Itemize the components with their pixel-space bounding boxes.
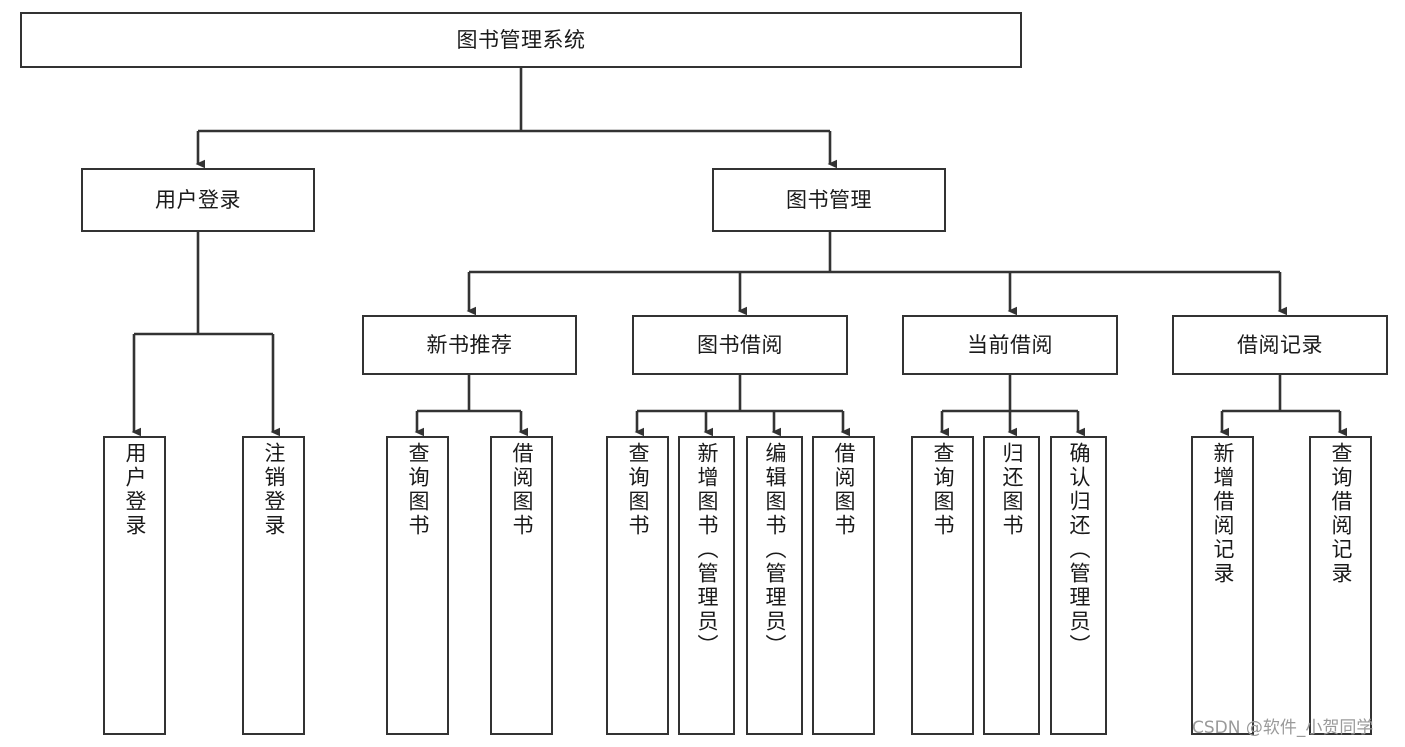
- node-leaf-return-book[interactable]: 归还图书: [983, 436, 1040, 735]
- node-user-login[interactable]: 用户登录: [81, 168, 315, 232]
- node-book-management-label: 图书管理: [786, 187, 872, 212]
- node-leaf-query-book-1[interactable]: 查询图书: [386, 436, 449, 735]
- node-leaf-edit-book[interactable]: 编辑图书（管理员）: [746, 436, 803, 735]
- node-borrow-record[interactable]: 借阅记录: [1172, 315, 1388, 375]
- node-leaf-confirm-return-label: 确认归还（管理员）: [1067, 442, 1091, 658]
- watermark-text: CSDN @软件_小贺同学: [1192, 718, 1374, 738]
- node-leaf-return-book-label: 归还图书: [1000, 442, 1024, 538]
- node-leaf-add-book[interactable]: 新增图书（管理员）: [678, 436, 735, 735]
- node-book-borrow[interactable]: 图书借阅: [632, 315, 848, 375]
- node-current-borrow[interactable]: 当前借阅: [902, 315, 1118, 375]
- node-current-borrow-label: 当前借阅: [967, 332, 1053, 357]
- node-new-book-recommend-label: 新书推荐: [426, 332, 513, 357]
- node-leaf-confirm-return[interactable]: 确认归还（管理员）: [1050, 436, 1107, 735]
- node-leaf-user-logout-label: 注销登录: [262, 442, 286, 538]
- node-root-system-label: 图书管理系统: [456, 27, 586, 52]
- node-leaf-query-record[interactable]: 查询借阅记录: [1309, 436, 1372, 735]
- node-borrow-record-label: 借阅记录: [1237, 332, 1323, 357]
- node-leaf-query-record-label: 查询借阅记录: [1329, 442, 1353, 586]
- node-user-login-label: 用户登录: [155, 187, 241, 212]
- node-leaf-borrow-book-1-label: 借阅图书: [510, 442, 534, 538]
- node-leaf-add-book-label: 新增图书（管理员）: [695, 442, 719, 658]
- node-root-system[interactable]: 图书管理系统: [20, 12, 1022, 68]
- node-leaf-user-logout[interactable]: 注销登录: [242, 436, 305, 735]
- node-leaf-edit-book-label: 编辑图书（管理员）: [763, 442, 787, 658]
- node-leaf-query-book-2[interactable]: 查询图书: [606, 436, 669, 735]
- node-leaf-user-login[interactable]: 用户登录: [103, 436, 166, 735]
- node-leaf-query-book-3-label: 查询图书: [931, 442, 955, 538]
- node-book-management[interactable]: 图书管理: [712, 168, 946, 232]
- node-leaf-borrow-book-2-label: 借阅图书: [832, 442, 856, 538]
- node-leaf-query-book-1-label: 查询图书: [406, 442, 430, 538]
- node-leaf-borrow-book-1[interactable]: 借阅图书: [490, 436, 553, 735]
- node-leaf-borrow-book-2[interactable]: 借阅图书: [812, 436, 875, 735]
- node-leaf-query-book-3[interactable]: 查询图书: [911, 436, 974, 735]
- node-leaf-query-book-2-label: 查询图书: [626, 442, 650, 538]
- node-leaf-user-login-label: 用户登录: [123, 442, 147, 538]
- node-book-borrow-label: 图书借阅: [697, 332, 783, 357]
- node-leaf-add-record-label: 新增借阅记录: [1211, 442, 1235, 586]
- node-new-book-recommend[interactable]: 新书推荐: [362, 315, 577, 375]
- node-leaf-add-record[interactable]: 新增借阅记录: [1191, 436, 1254, 735]
